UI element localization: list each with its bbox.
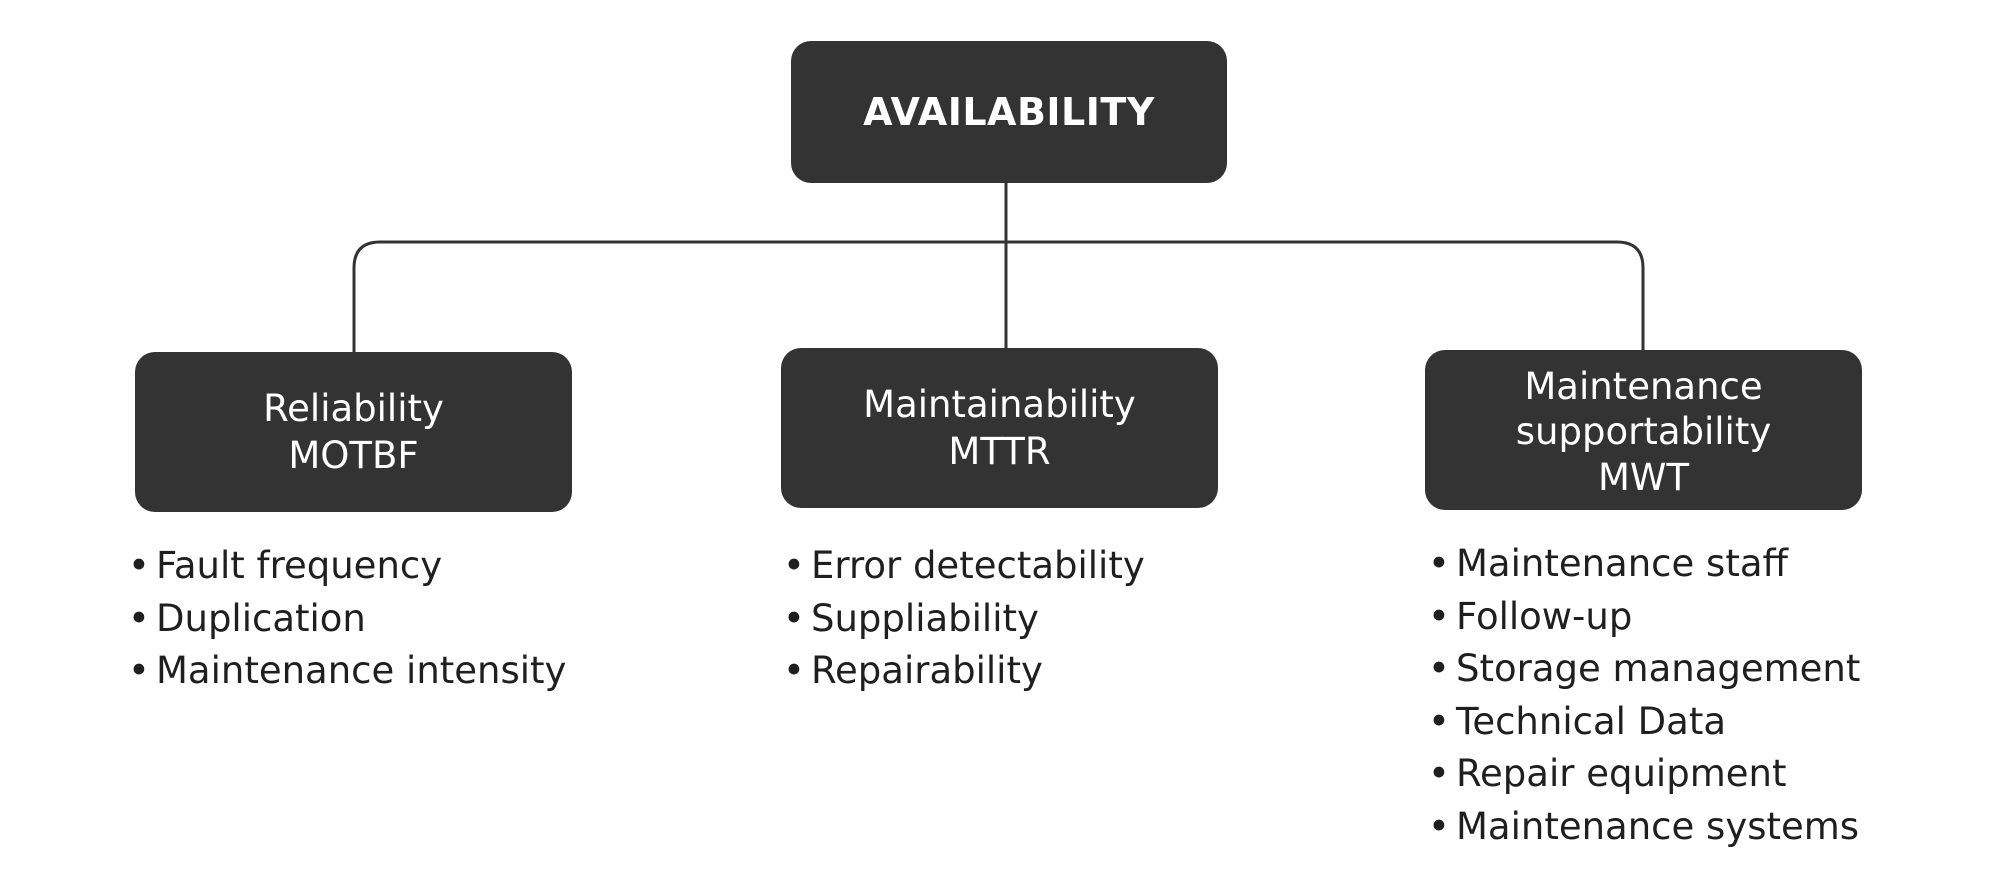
connector-horizontal-bus [352,240,1645,352]
list-item: Technical Data [1428,696,1860,749]
node-support-title-line1: Maintenance [1524,365,1763,409]
reliability-bullet-list: Fault frequency Duplication Maintenance … [128,540,566,698]
node-reliability: Reliability MOTBF [135,352,572,512]
maintainability-bullet-list: Error detectability Suppliability Repair… [783,540,1145,698]
node-support-title-line2: supportability [1515,410,1772,454]
node-maintenance-supportability: Maintenance supportability MWT [1425,350,1862,510]
list-item: Storage management [1428,643,1860,696]
node-reliability-metric: MOTBF [288,434,419,477]
root-node-label: AVAILABILITY [863,89,1155,134]
list-item: Repair equipment [1428,748,1860,801]
list-item: Error detectability [783,540,1145,593]
node-maintainability: Maintainability MTTR [781,348,1218,508]
supportability-bullet-list: Maintenance staff Follow-up Storage mana… [1428,538,1860,854]
node-reliability-title: Reliability [263,386,444,430]
list-item: Maintenance intensity [128,645,566,698]
node-support-metric: MWT [1597,455,1690,499]
list-item: Repairability [783,645,1145,698]
list-item: Maintenance systems [1428,801,1860,854]
list-item: Maintenance staff [1428,538,1860,591]
node-maintainability-metric: MTTR [948,430,1051,473]
list-item: Follow-up [1428,591,1860,644]
list-item: Suppliability [783,593,1145,646]
list-item: Fault frequency [128,540,566,593]
node-maintainability-title: Maintainability [863,382,1136,426]
root-node-availability: AVAILABILITY [791,41,1227,183]
list-item: Duplication [128,593,566,646]
